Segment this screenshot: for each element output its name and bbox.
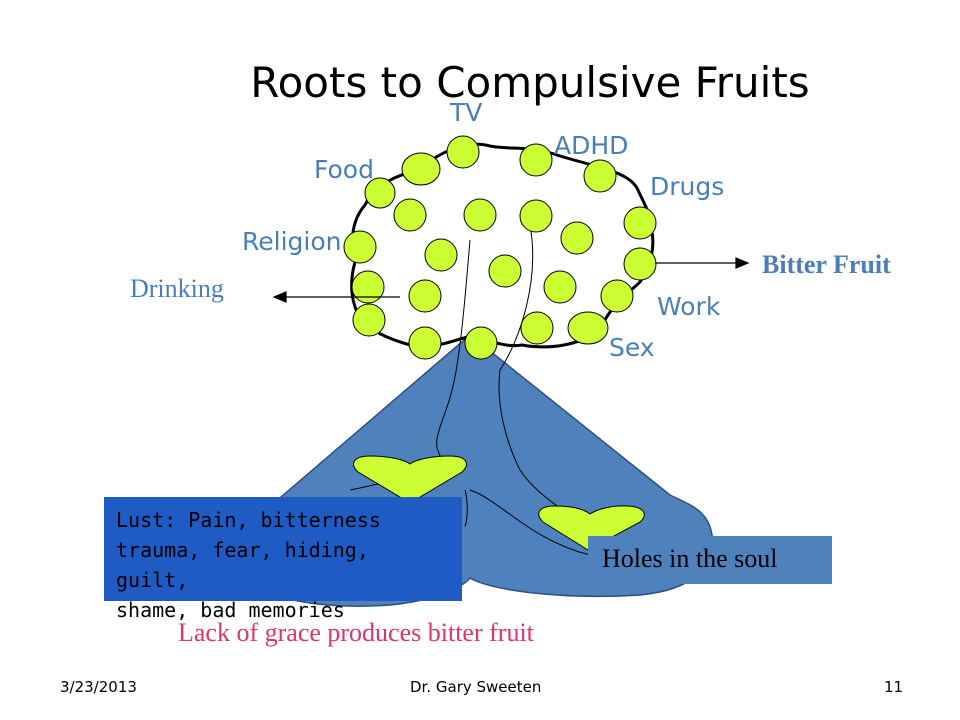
fruit bbox=[364, 177, 396, 209]
heart-hole-right bbox=[538, 505, 645, 551]
label-tv: TV bbox=[450, 98, 483, 127]
label-drugs: Drugs bbox=[650, 172, 725, 201]
fruit bbox=[446, 135, 480, 169]
label-work: Work bbox=[657, 292, 721, 321]
fruit bbox=[393, 198, 427, 232]
label-bitter-fruit: Bitter Fruit bbox=[762, 250, 891, 279]
fruit bbox=[567, 311, 609, 345]
fruit bbox=[543, 270, 577, 304]
fruit bbox=[408, 326, 442, 360]
label-food: Food bbox=[314, 155, 374, 184]
footer-author: Dr. Gary Sweeten bbox=[410, 678, 542, 696]
fruit bbox=[560, 221, 594, 255]
footer-date: 3/23/2013 bbox=[60, 678, 137, 696]
label-sex: Sex bbox=[609, 333, 655, 362]
fruit bbox=[519, 143, 553, 177]
holes-in-soul-box: Holes in the soul bbox=[588, 536, 832, 584]
fruit bbox=[424, 238, 458, 272]
slide-title: Roots to Compulsive Fruits bbox=[250, 58, 810, 107]
fruit bbox=[520, 311, 554, 345]
arrow-to-bitter-fruit bbox=[655, 257, 750, 269]
heart-hole-left bbox=[353, 455, 467, 504]
arrow-to-drinking bbox=[272, 291, 400, 303]
fruit bbox=[464, 326, 498, 360]
fruit bbox=[583, 159, 617, 193]
fruit bbox=[623, 206, 657, 240]
fruit bbox=[623, 247, 657, 281]
footer-page-number: 11 bbox=[884, 678, 904, 696]
fruit bbox=[519, 199, 553, 233]
fruits bbox=[343, 135, 657, 360]
fruit bbox=[408, 279, 442, 313]
fruit bbox=[352, 303, 386, 337]
lust-text-box: Lust: Pain, bitterness trauma, fear, hid… bbox=[104, 497, 462, 622]
fruit bbox=[343, 230, 377, 264]
fruit bbox=[463, 198, 497, 232]
root-line-center bbox=[464, 489, 591, 556]
label-adhd: ADHD bbox=[554, 131, 629, 160]
fruit bbox=[600, 279, 634, 313]
label-religion: Religion bbox=[242, 227, 342, 256]
root-line-right bbox=[498, 224, 591, 536]
fruit bbox=[488, 254, 522, 288]
caption-grace: Lack of grace produces bitter fruit bbox=[178, 618, 534, 647]
fruit bbox=[401, 152, 441, 186]
label-drinking: Drinking bbox=[130, 274, 224, 303]
fruit bbox=[351, 270, 385, 304]
